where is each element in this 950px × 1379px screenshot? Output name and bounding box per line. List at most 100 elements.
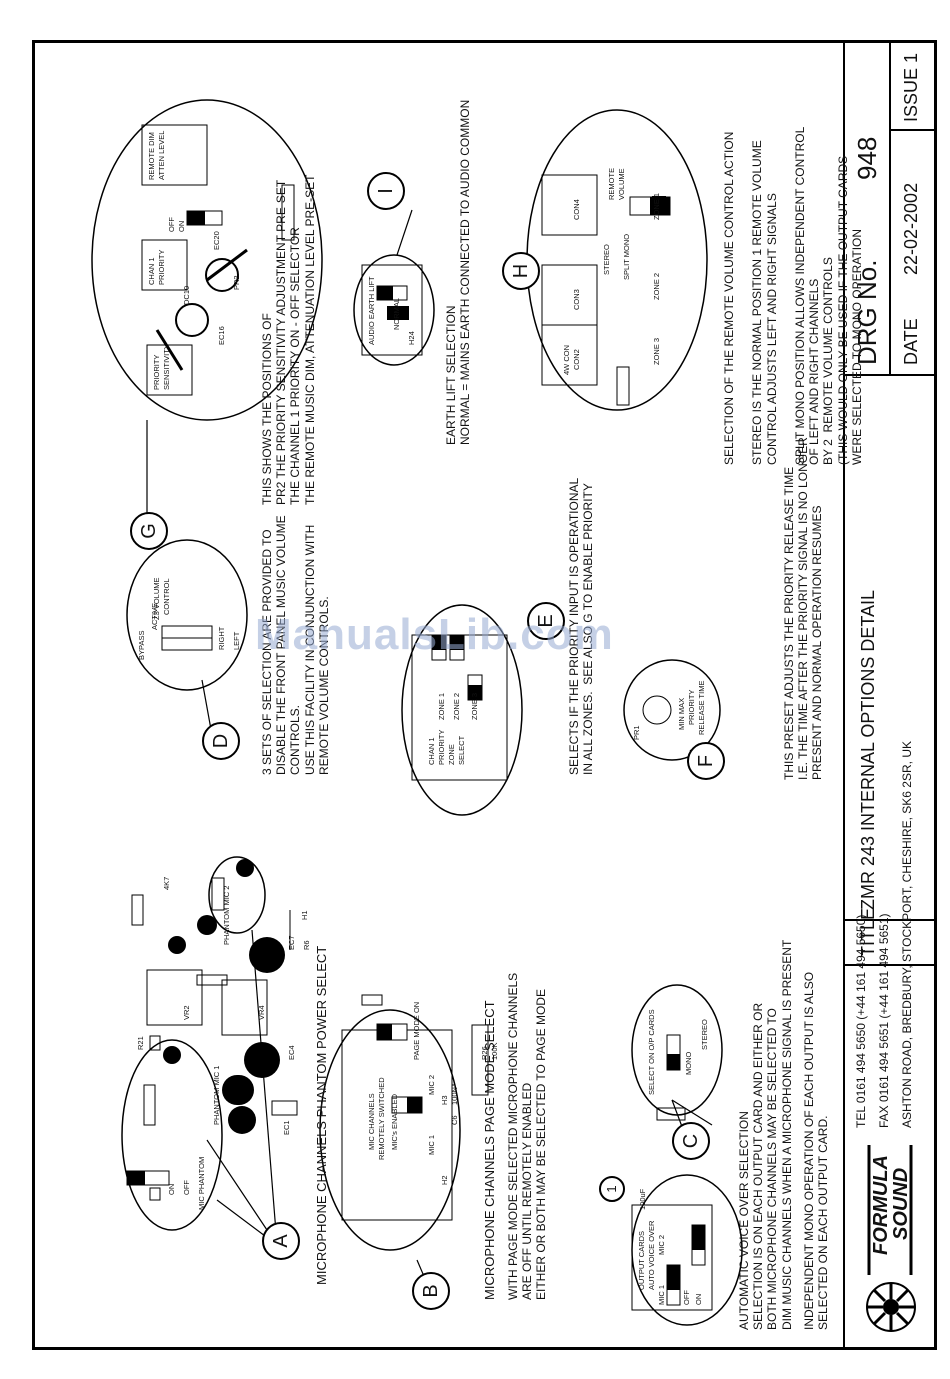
landscape-drawing: A B C D E F G H I 1 OFF ON MIC PHANTOM P… xyxy=(32,40,937,1350)
g-label-chan1: CHAN 1 xyxy=(147,257,156,285)
h-label-split-mono: SPLIT MONO xyxy=(622,233,631,280)
note-i: EARTH LIFT SELECTION NORMAL = MAINS EART… xyxy=(444,99,473,445)
issue-label: ISSUE 1 xyxy=(901,52,921,122)
note-b-body: WITH PAGE MODE SELECTED MICROPHONE CHANN… xyxy=(506,972,549,1300)
c-label-stereo: STEREO xyxy=(700,1019,709,1050)
b-label-mic2: MIC 2 xyxy=(427,1074,436,1095)
a-label-phantom-mic1: PHANTOM MIC 1 xyxy=(212,1065,221,1125)
a-label-mic-phantom: MIC PHANTOM xyxy=(197,1156,206,1210)
h-label-con3: CON3 xyxy=(572,289,581,310)
company-fax: FAX 0161 494 5651 (+44 161 494 5651) xyxy=(877,913,891,1128)
b-label-h2: H2 xyxy=(440,1175,449,1185)
title-label: TITLE xyxy=(858,907,878,957)
c-label-mic1: MIC 1 xyxy=(657,1284,666,1305)
c-label-auto-voice-over: AUTO VOICE OVER xyxy=(647,1220,656,1290)
callout-1: 1 xyxy=(599,1176,625,1202)
g-label-dc10: DC10 xyxy=(182,285,191,305)
c-label-100uf: 100uF xyxy=(638,1188,647,1210)
d-label-bypass: BYPASS xyxy=(137,630,146,660)
c-label-on: ON xyxy=(694,1293,703,1305)
b-label-mic1: MIC 1 xyxy=(427,1134,436,1155)
h-label-4w-con-2: 4W CON xyxy=(562,345,571,375)
a-label-ec4: EC4 xyxy=(287,1045,296,1060)
e-label-zone1: ZONE 1 xyxy=(437,692,446,720)
b-label-mic-channels: MIC CHANNELS xyxy=(367,1093,376,1150)
e-label-zone3: ZONE 3 xyxy=(470,692,479,720)
g-label-pr2: PR2 xyxy=(232,275,241,290)
c-label-mono: MONO xyxy=(684,1051,693,1075)
note-h: SELECTION OF THE REMOTE VOLUME CONTROL A… xyxy=(722,126,864,465)
i-label-normal: NORMAL xyxy=(392,297,401,330)
h-label-remote: REMOTE xyxy=(607,167,616,200)
i-label-audio-earth-lift: AUDIO EARTH LIFT xyxy=(367,276,376,345)
g-label-priority: PRIORITY xyxy=(152,354,161,390)
e-label-chan1: CHAN 1 xyxy=(427,737,436,765)
callout-b: B xyxy=(412,1272,450,1310)
logo-formula: FORMULA xyxy=(870,1155,892,1255)
g-label-ec20: EC20 xyxy=(212,231,221,250)
callout-g: G xyxy=(130,512,168,550)
callout-d: D xyxy=(202,722,240,760)
g-label-sensitivity: SENSITIVITY xyxy=(162,344,171,390)
h-label-zone1: ZONE 1 xyxy=(652,192,661,220)
watermark: ManualsLib.com xyxy=(255,610,614,659)
c-label-output-cards: OUTPUT CARDS xyxy=(637,1230,646,1290)
c-label-off: OFF xyxy=(682,1290,691,1305)
a-label-on: ON xyxy=(167,1183,176,1195)
g-label-chan1-priority: PRIORITY xyxy=(157,249,166,285)
drg-label: DRG No. xyxy=(852,259,882,365)
logo-sound: SOUND xyxy=(890,1167,912,1240)
note-g: THIS SHOWS THE POSITIONS OF PR2 THE PRIO… xyxy=(260,174,317,505)
note-a: MICROPHONE CHANNELS PHANTOM POWER SELECT xyxy=(314,945,329,1285)
g-label-on: ON xyxy=(177,220,186,232)
c-label-mic2: MIC 2 xyxy=(657,1234,666,1255)
date-label: DATE xyxy=(901,318,921,365)
note-c-mono: INDEPENDENT MONO OPERATION OF EACH OUTPU… xyxy=(802,971,831,1330)
g-label-atten-level: ATTEN LEVEL xyxy=(157,130,166,180)
a-label-r36: 4K7 xyxy=(162,876,171,890)
a-label-vr2: VR2 xyxy=(182,1005,191,1020)
callout-f: F xyxy=(687,742,725,780)
e-label-zone2: ZONE 2 xyxy=(452,692,461,720)
f-label-priority: PRIORITY xyxy=(687,689,696,725)
formula-sound-logo: FORMULA SOUND xyxy=(847,1140,935,1345)
f-label-release-time: RELEASE TIME xyxy=(697,680,706,735)
note-f: THIS PRESET ADJUSTS THE PRIORITY RELEASE… xyxy=(782,437,825,780)
a-label-33pf: R6 xyxy=(302,940,311,950)
a-label-ec1: EC1 xyxy=(282,1120,291,1135)
note-b-title: MICROPHONE CHANNELS PAGE MODE SELECT xyxy=(482,1000,497,1300)
d-label-active: ACTIVE xyxy=(150,602,159,630)
b-label-c6: C6 xyxy=(450,1115,459,1125)
i-label-h24: H24 xyxy=(407,331,416,345)
a-label-off: OFF xyxy=(182,1180,191,1195)
f-label-pr1: PR1 xyxy=(632,725,641,740)
g-label-remote-dim: REMOTE DIM xyxy=(147,132,156,180)
drg-number: 948 xyxy=(852,136,882,180)
company-address: ASHTON ROAD, BREDBURY, STOCKPORT, CHESHI… xyxy=(900,741,914,1128)
h-label-volume: VOLUME xyxy=(617,168,626,200)
a-label-ec7: EC7 xyxy=(287,935,296,950)
d-label-right: RIGHT xyxy=(217,626,226,650)
h-label-con4: CON4 xyxy=(572,199,581,220)
g-label-ec16: EC16 xyxy=(217,326,226,345)
a-label-t3: H1 xyxy=(300,910,309,920)
f-label-min-max: MIN MAX xyxy=(677,697,686,730)
h-label-con2: CON2 xyxy=(572,349,581,370)
callout-c: C xyxy=(672,1122,710,1160)
e-label-zone: ZONE xyxy=(447,744,456,765)
h-label-zone2: ZONE 2 xyxy=(652,272,661,300)
b-label-mics-enabled: MIC's ENABLED xyxy=(390,1093,399,1150)
a-label-vr4: VR4 xyxy=(257,1005,266,1020)
h-label-zone3: ZONE 3 xyxy=(652,337,661,365)
b-label-page-mode-on: PAGE MODE ON xyxy=(412,1001,421,1060)
e-label-priority: PRIORITY xyxy=(437,729,446,765)
callout-i: I xyxy=(367,172,405,210)
c-label-select-op-cards: SELECT ON O/P CARDS xyxy=(647,1009,656,1095)
h-label-stereo: STEREO xyxy=(602,244,611,275)
b-label-remotely-switched: REMOTELY SWITCHED xyxy=(377,1077,386,1160)
drawing-lines xyxy=(91,40,937,1350)
callout-a: A xyxy=(262,1222,300,1260)
a-label-phantom-mic2: PHANTOM MIC 2 xyxy=(222,885,231,945)
d-label-left: LEFT xyxy=(232,631,241,650)
